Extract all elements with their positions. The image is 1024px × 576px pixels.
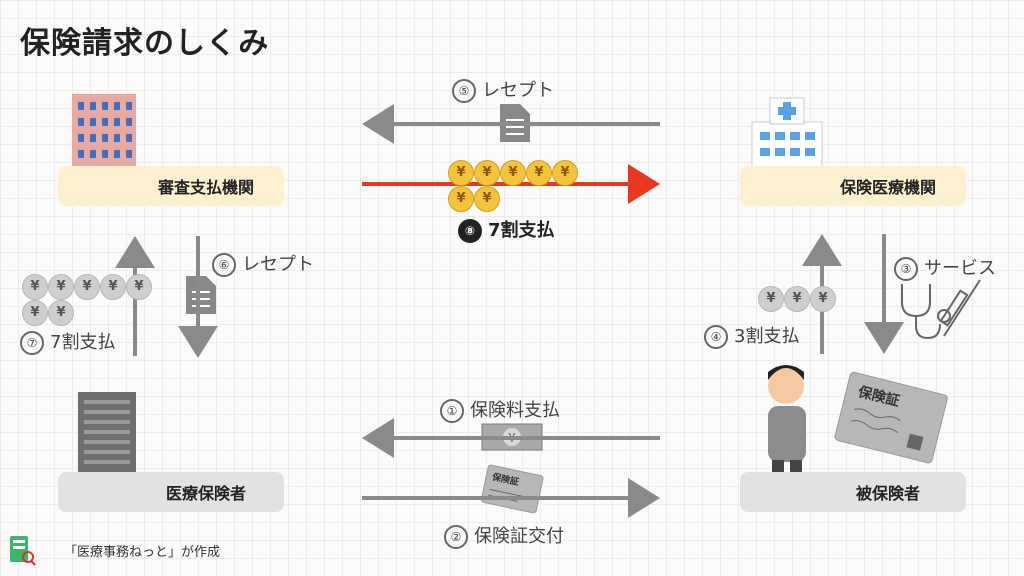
step-1-label: ① 保険料支払 [440,396,560,423]
grey-coin-icon: ¥ [22,274,48,300]
node-hospital-label: 保険医療機関 [839,178,936,197]
step-7-label: ⑦ 7割支払 [20,328,115,355]
node-insured: 被保険者 [740,472,966,512]
node-review-org-label: 審査支払機関 [157,178,254,197]
node-hospital: 保険医療機関 [740,166,966,206]
step-2-label: ② 保険証交付 [444,522,564,549]
step-8-number: ⑧ [458,219,482,243]
gold-coin-icon: ¥ [526,160,552,186]
step-8-text: 7割支払 [488,220,555,241]
receipt-document-vertical-icon [186,276,216,314]
step-6-label: ⑥ レセプト [212,250,314,277]
grey-coin-icon: ¥ [74,274,100,300]
site-logo-icon [10,536,36,566]
gold-coin-icon: ¥ [474,186,500,212]
step-6-number: ⑥ [212,253,236,277]
review-building-icon [72,94,136,192]
step-4-text: 3割支払 [734,326,800,347]
grey-coin-icon: ¥ [810,286,836,312]
grey-coin-icon: ¥ [22,300,48,326]
grey-coin-icon: ¥ [758,286,784,312]
syringe-icon [939,279,981,337]
step-2-text: 保険証交付 [474,526,564,547]
step-1-number: ① [440,399,464,423]
step-2-number: ② [444,525,468,549]
step-6-text: レセプト [242,254,314,275]
footer-credit: 「医療事務ねっと」が作成 [64,545,221,560]
grey-coin-icon: ¥ [48,274,74,300]
step-4-number: ④ [704,325,728,349]
insurance-card-small-icon: 保険証 [480,464,544,514]
step-5-label: ⑤ レセプト [452,76,554,103]
step-7-text: 7割支払 [50,332,116,353]
step-1-text: 保険料支払 [470,400,560,421]
step-3-text: サービス [924,258,996,279]
step-4-label: ④ 3割支払 [704,322,799,349]
grey-coin-icon: ¥ [126,274,152,300]
step-3-label: ③ サービス [894,254,996,281]
node-review-org: 審査支払機関 [58,166,284,206]
grey-coin-icon: ¥ [784,286,810,312]
step-7-number: ⑦ [20,331,44,355]
step-8-label: ⑧ 7割支払 [458,216,555,243]
grey-coin-icon: ¥ [100,274,126,300]
gold-coin-icon: ¥ [474,160,500,186]
node-insurer: 医療保険者 [58,472,284,512]
grey-coin-icon: ¥ [48,300,74,326]
node-insured-label: 被保険者 [855,484,920,503]
gold-coin-icon: ¥ [552,160,578,186]
step-3-number: ③ [894,257,918,281]
gold-coin-icon: ¥ [448,186,474,212]
node-insurer-label: 医療保険者 [165,484,246,503]
step-5-number: ⑤ [452,79,476,103]
gold-coin-icon: ¥ [448,160,474,186]
stethoscope-icon [901,284,951,340]
step-5-text: レセプト [482,80,554,101]
insurance-card-large-icon: 保険証 [834,371,948,464]
page-title: 保険請求のしくみ [20,26,270,61]
gold-coin-icon: ¥ [500,160,526,186]
